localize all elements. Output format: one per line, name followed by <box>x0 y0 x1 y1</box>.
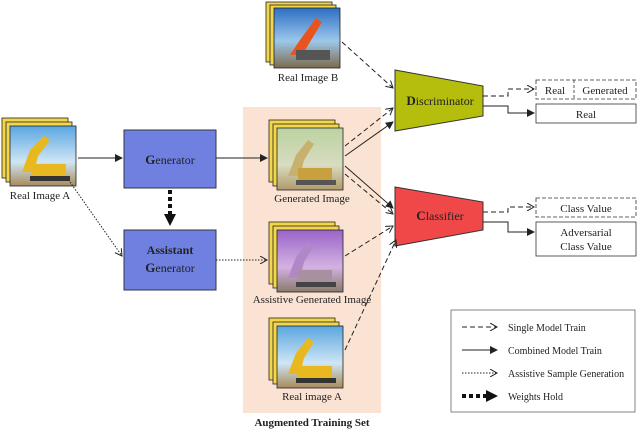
arrow-generated-to-classifier-dashed <box>344 173 393 214</box>
output-adversarial-line1: Adversarial <box>560 227 611 239</box>
arrow-discriminator-to-real-generated <box>483 89 534 97</box>
real-image-a-stack <box>268 317 344 389</box>
generated-image-label: Generated Image <box>274 193 350 205</box>
output-adversarial-line2: Class Value <box>560 241 612 253</box>
output-real-label: Real <box>545 85 565 97</box>
legend-assistive-label: Assistive Sample Generation <box>508 369 624 380</box>
generator-block <box>123 129 217 189</box>
assistive-generated-image-stack <box>268 221 344 293</box>
classifier-label: Classifier <box>416 208 463 223</box>
real-image-a-stack-label: Real image A <box>282 391 342 403</box>
output-adversarial-box <box>535 221 637 257</box>
legend-combined-label: Combined Model Train <box>508 346 602 357</box>
real-image-b-label: Real Image B <box>278 72 338 84</box>
output-generated-label: Generated <box>582 85 628 97</box>
real-image-b-stack <box>265 1 341 69</box>
arrow-generated-to-discriminator-dashed <box>344 108 393 147</box>
arrow-discriminator-to-real <box>483 105 535 117</box>
assistant-generator-line2: Generator <box>145 260 194 275</box>
augmented-training-set-label: Augmented Training Set <box>254 417 369 429</box>
assistant-generator-block <box>123 229 217 291</box>
real-image-a-left-stack <box>1 117 77 187</box>
arrow-assistive-to-classifier <box>344 226 393 257</box>
output-real-only-label: Real <box>576 109 596 121</box>
discriminator-label: Discriminator <box>406 93 473 108</box>
output-class-value-box <box>535 197 637 218</box>
output-real-generated-box <box>535 79 637 100</box>
legend-single-label: Single Model Train <box>508 323 586 334</box>
discriminator-block <box>394 69 484 132</box>
legend-weights-label: Weights Hold <box>508 392 563 403</box>
real-image-a-left-label: Real Image A <box>10 190 71 202</box>
generator-label: Generator <box>145 152 194 167</box>
classifier-block <box>394 186 484 247</box>
assistive-generated-image-label: Assistive Generated Image <box>253 294 372 306</box>
output-real-box <box>535 103 637 124</box>
arrow-classifier-to-adversarial <box>483 221 535 236</box>
arrow-generated-to-discriminator-solid <box>344 121 394 157</box>
assistant-generator-line1: Assistant <box>147 243 194 257</box>
arrow-real-a-to-assistant <box>69 181 122 256</box>
generated-image-stack <box>268 119 344 191</box>
arrow-real-b-to-discriminator <box>341 41 393 88</box>
arrow-generated-to-classifier-solid <box>344 165 394 209</box>
output-class-value-label: Class Value <box>560 203 612 215</box>
arrow-classifier-to-class-value <box>483 207 534 213</box>
arrow-real-a-to-classifier <box>344 240 396 351</box>
